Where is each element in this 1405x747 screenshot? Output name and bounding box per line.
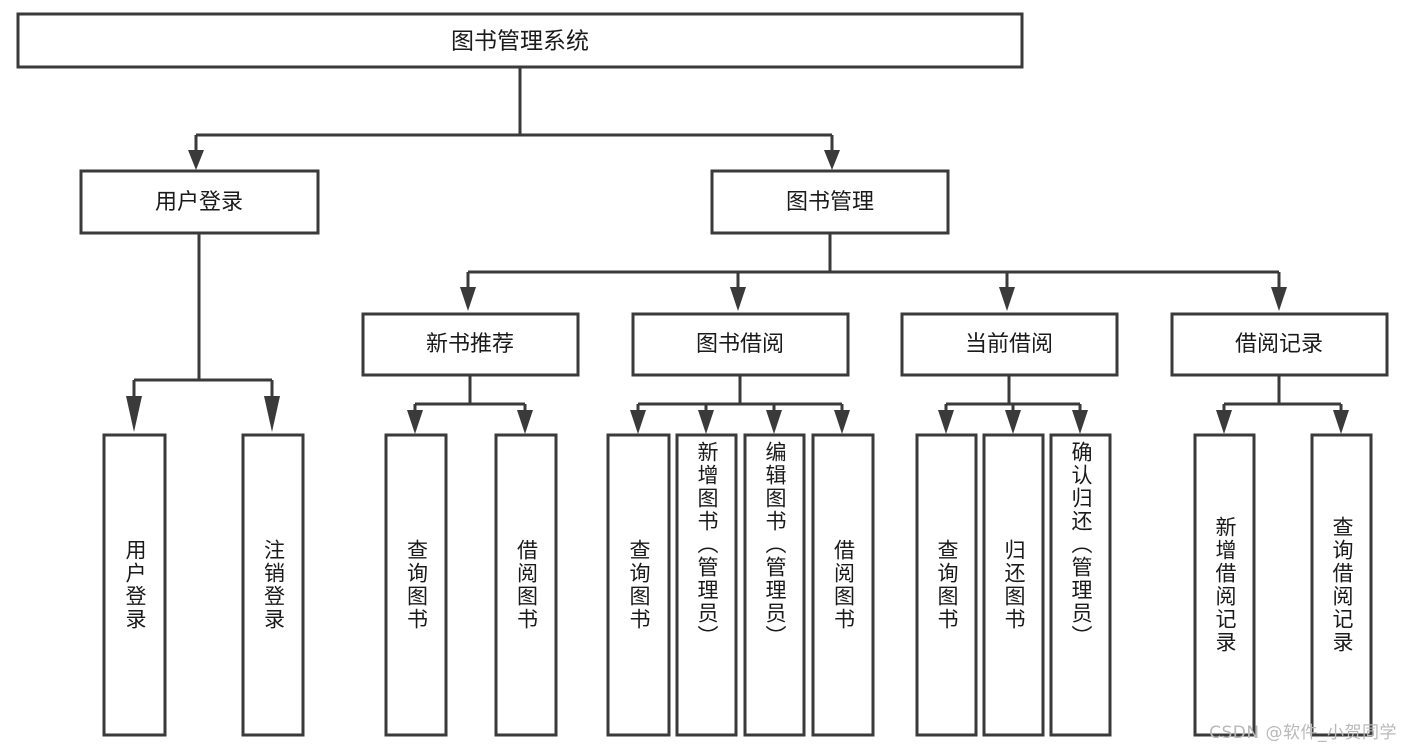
- arrow-head-icon: [264, 396, 280, 432]
- node-book-borrow[interactable]: 图书借阅: [631, 312, 850, 377]
- node-leaf-query-record-box[interactable]: [1310, 433, 1373, 737]
- node-leaf-user-login-box[interactable]: [102, 433, 167, 737]
- node-book-manage-box[interactable]: [710, 169, 950, 235]
- connector-bookborrow-to-leaves: [630, 375, 850, 434]
- connector-newbookrec-to-leaves: [407, 375, 533, 434]
- node-leaf-user-logout-box[interactable]: [241, 433, 305, 737]
- node-book-borrow-label: 图书借阅: [696, 332, 784, 357]
- node-leaf-confirm-return-box[interactable]: [1049, 433, 1112, 737]
- arrow-head-icon: [188, 150, 204, 170]
- csdn-watermark: CSDN @软件_小贺同学: [1209, 723, 1397, 743]
- node-user-login[interactable]: 用户登录: [79, 169, 320, 235]
- arrow-head-icon: [730, 287, 746, 311]
- node-root-box[interactable]: [16, 12, 1024, 69]
- arrow-head-icon: [824, 150, 840, 170]
- arrow-head-icon: [834, 410, 850, 434]
- arrow-head-icon: [517, 410, 533, 434]
- node-borrow-record-label: 借阅记录: [1235, 332, 1323, 357]
- node-current-borrow-box[interactable]: [900, 312, 1119, 377]
- node-leaf-edit-book-box[interactable]: [743, 433, 806, 737]
- arrow-head-icon: [460, 287, 476, 311]
- node-root[interactable]: 图书管理系统: [16, 12, 1024, 69]
- node-current-borrow-label: 当前借阅: [965, 332, 1053, 357]
- node-book-manage[interactable]: 图书管理: [710, 169, 950, 235]
- node-leaf-add-record-box[interactable]: [1193, 433, 1256, 737]
- arrow-head-icon: [1072, 410, 1088, 434]
- node-current-borrow[interactable]: 当前借阅: [900, 312, 1119, 377]
- connector-bookmanage-to-level3: [460, 233, 1287, 311]
- arrow-head-icon: [1271, 287, 1287, 311]
- node-borrow-record-box[interactable]: [1170, 312, 1389, 377]
- arrow-head-icon: [407, 410, 423, 434]
- node-user-login-box[interactable]: [79, 169, 320, 235]
- arrow-head-icon: [1005, 410, 1021, 434]
- node-leaf-query-book-1-box[interactable]: [384, 433, 448, 737]
- node-new-book-rec-label: 新书推荐: [426, 332, 514, 357]
- arrow-head-icon: [1333, 410, 1349, 434]
- connector-currentborrow-to-leaves: [938, 375, 1088, 434]
- node-leaf-borrow-book-1-box[interactable]: [494, 433, 558, 737]
- arrow-head-icon: [698, 410, 714, 434]
- connector-userlogin-to-leaves: [126, 233, 280, 432]
- node-borrow-record[interactable]: 借阅记录: [1170, 312, 1389, 377]
- node-root-label: 图书管理系统: [451, 29, 589, 55]
- connector-root-to-level2: [188, 67, 840, 170]
- node-book-manage-label: 图书管理: [786, 190, 874, 215]
- arrow-head-icon: [630, 410, 646, 434]
- node-leaf-borrow-book-2-box[interactable]: [811, 433, 875, 737]
- node-leaf-query-book-3-box[interactable]: [915, 433, 978, 737]
- arrow-head-icon: [938, 410, 954, 434]
- node-leaf-return-book-box[interactable]: [982, 433, 1045, 737]
- node-book-borrow-box[interactable]: [631, 312, 850, 377]
- node-leaf-add-book-box[interactable]: [675, 433, 738, 737]
- arrow-head-icon: [1216, 410, 1232, 434]
- node-new-book-rec-box[interactable]: [361, 312, 580, 377]
- arrow-head-icon: [766, 410, 782, 434]
- node-user-login-label: 用户登录: [155, 190, 243, 215]
- connector-borrowrecord-to-leaves: [1216, 375, 1349, 434]
- arrow-head-icon: [999, 287, 1015, 311]
- arrow-head-icon: [126, 396, 142, 432]
- node-new-book-rec[interactable]: 新书推荐: [361, 312, 580, 377]
- node-leaf-query-book-2-box[interactable]: [606, 433, 671, 737]
